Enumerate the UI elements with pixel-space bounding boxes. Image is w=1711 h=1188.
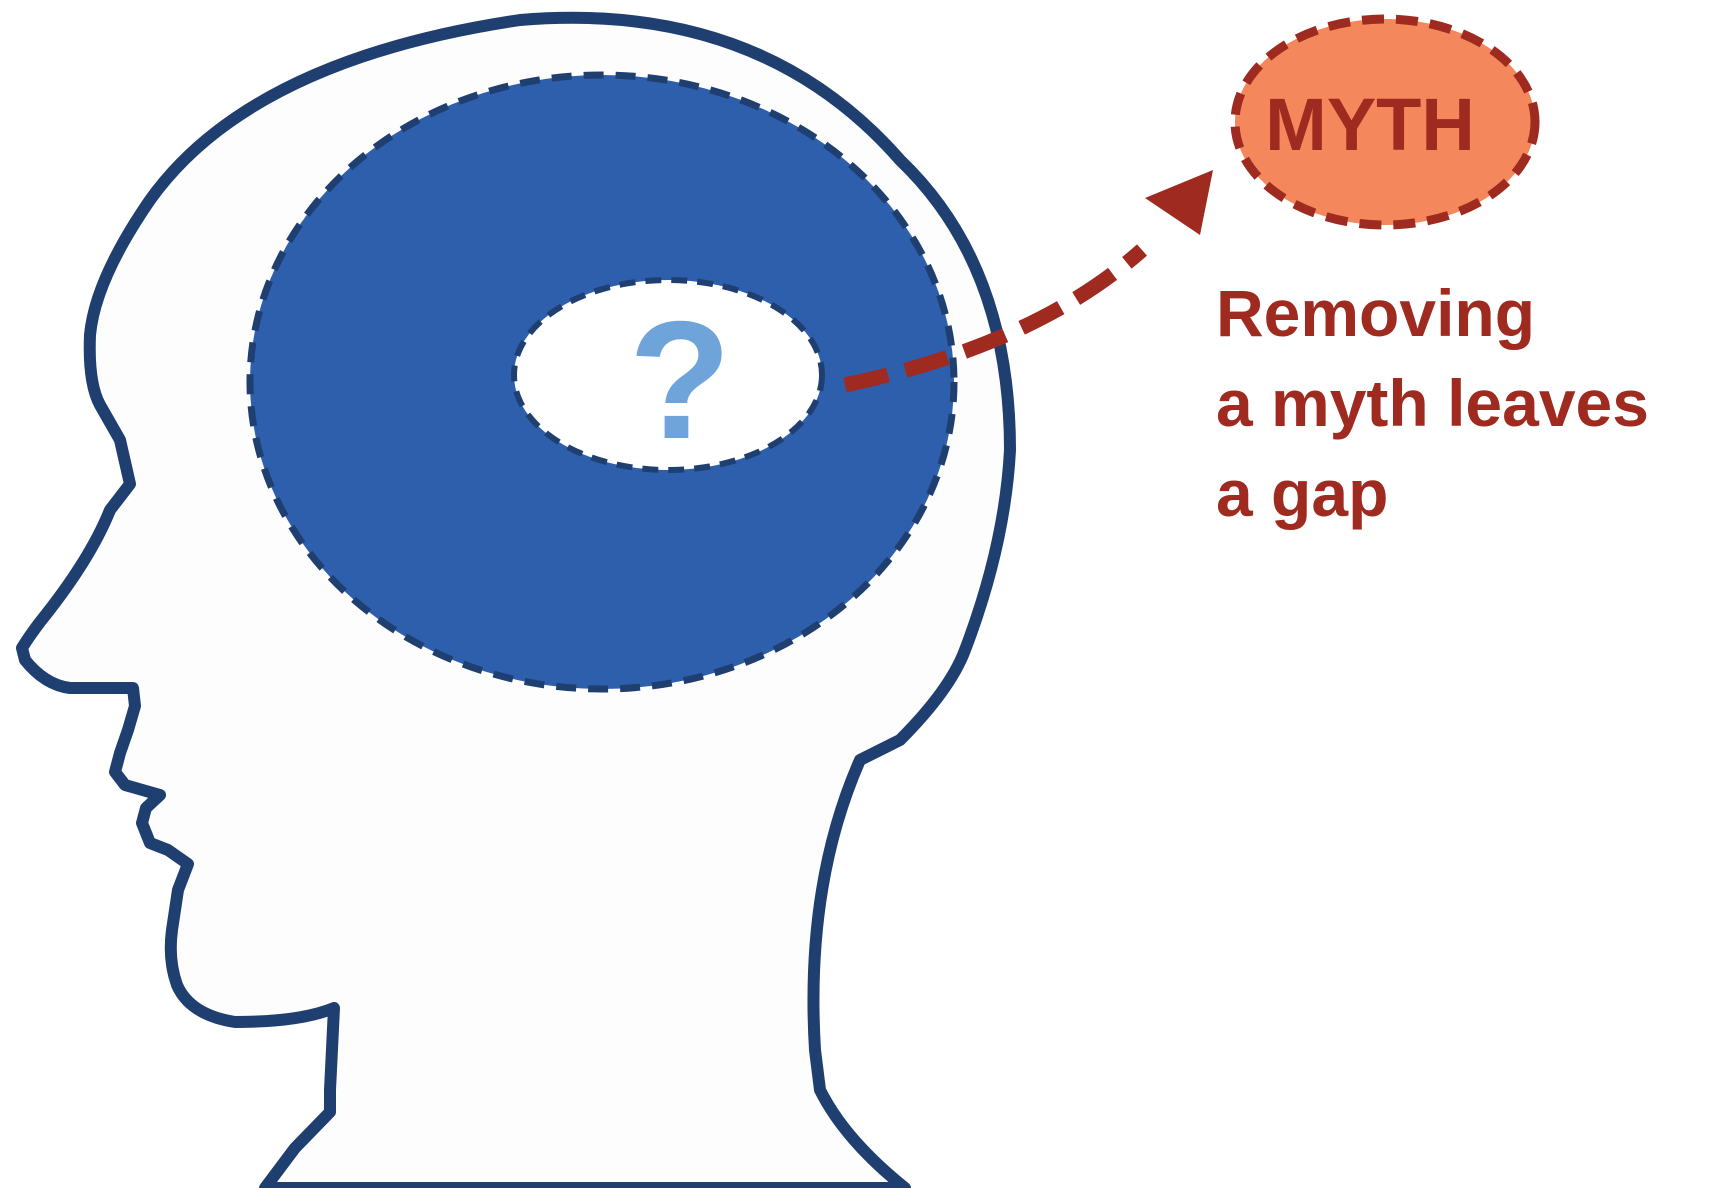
myth-label: MYTH	[1265, 83, 1475, 166]
caption-line: Removing	[1216, 268, 1649, 358]
caption-line: a gap	[1216, 448, 1649, 538]
question-mark-icon: ?	[629, 286, 732, 474]
arrow-head-icon	[1145, 170, 1213, 235]
caption-line: a myth leaves	[1216, 358, 1649, 448]
caption-text: Removing a myth leaves a gap	[1216, 268, 1649, 538]
